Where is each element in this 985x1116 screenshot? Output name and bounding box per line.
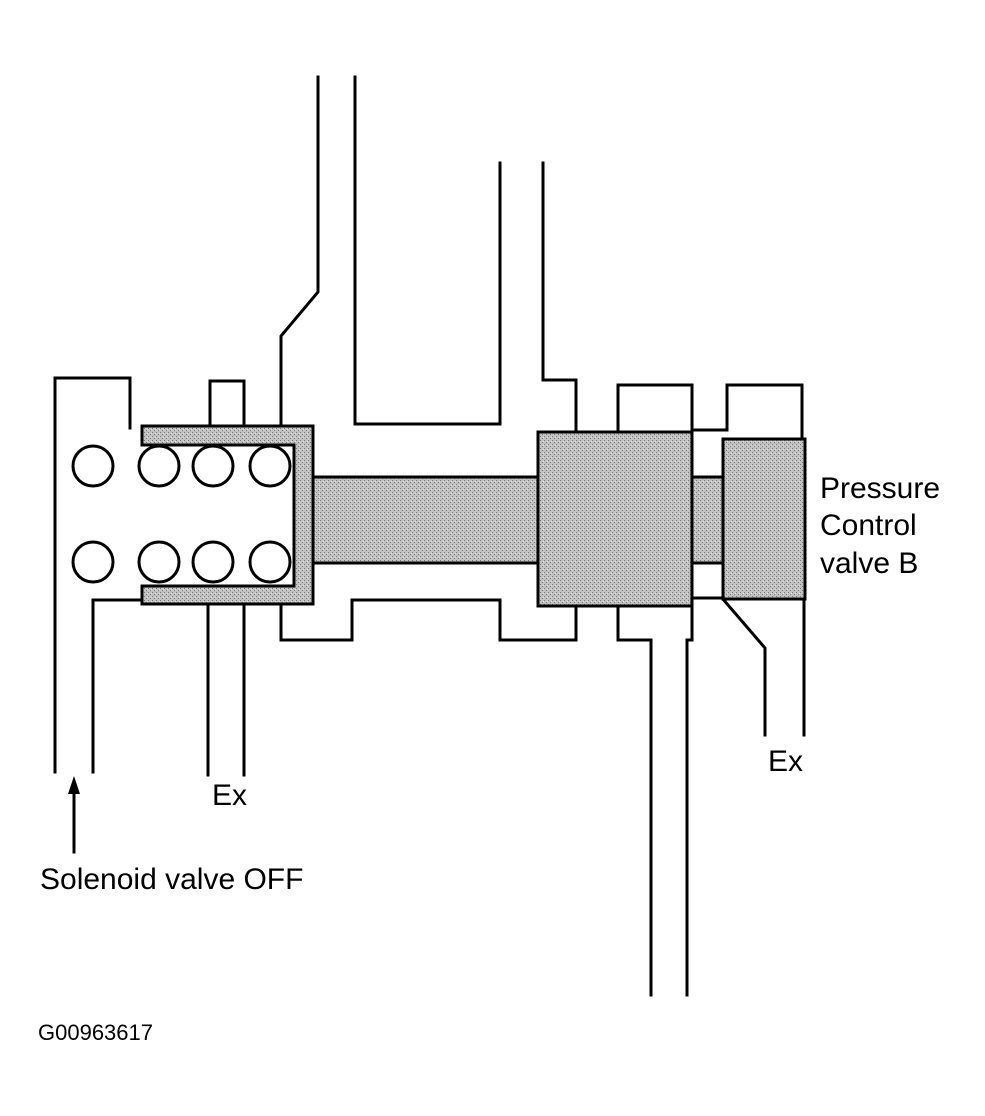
upper-passage-right-wall (353, 75, 502, 426)
left-housing-wall (53, 376, 132, 774)
spring-coil (248, 444, 292, 488)
spool-rod-right (690, 475, 725, 565)
spring-coil (71, 444, 115, 488)
spool (311, 430, 807, 608)
label-ex-left: Ex (212, 779, 247, 812)
solenoid-port-wall (91, 598, 142, 774)
label-solenoid-valve-off: Solenoid valve OFF (40, 863, 303, 896)
upper-passage-left-wall (279, 75, 320, 430)
rod-bore-bottom-wall (279, 598, 578, 642)
label-valve-b: valve B (820, 547, 918, 580)
center-feed-passage (541, 161, 578, 436)
upper-port-right (690, 383, 804, 442)
figure-code: G00963617 (38, 1020, 153, 1045)
spring-coil (137, 540, 181, 584)
center-land (536, 430, 694, 608)
arrow-head (68, 776, 80, 794)
spring-coil (191, 444, 235, 488)
label-ex-right: Ex (768, 745, 803, 778)
spring-coil (191, 540, 235, 584)
top-small-port (208, 379, 246, 430)
upper-port-center (616, 383, 694, 436)
label-pressure: Pressure (820, 472, 940, 505)
label-control: Control (820, 509, 917, 542)
output-passage-left (616, 604, 653, 997)
spring-coil (71, 540, 115, 584)
output-passage-right (685, 604, 694, 997)
valve-body-walls (53, 75, 806, 997)
pressure-control-valve-b-land (721, 437, 807, 601)
ex-port-right-wall-a (690, 596, 767, 737)
solenoid-arrow (68, 776, 80, 854)
spring-coil (137, 444, 181, 488)
spool-rod (311, 475, 540, 565)
spring-coil (248, 540, 292, 584)
springs (71, 444, 292, 584)
